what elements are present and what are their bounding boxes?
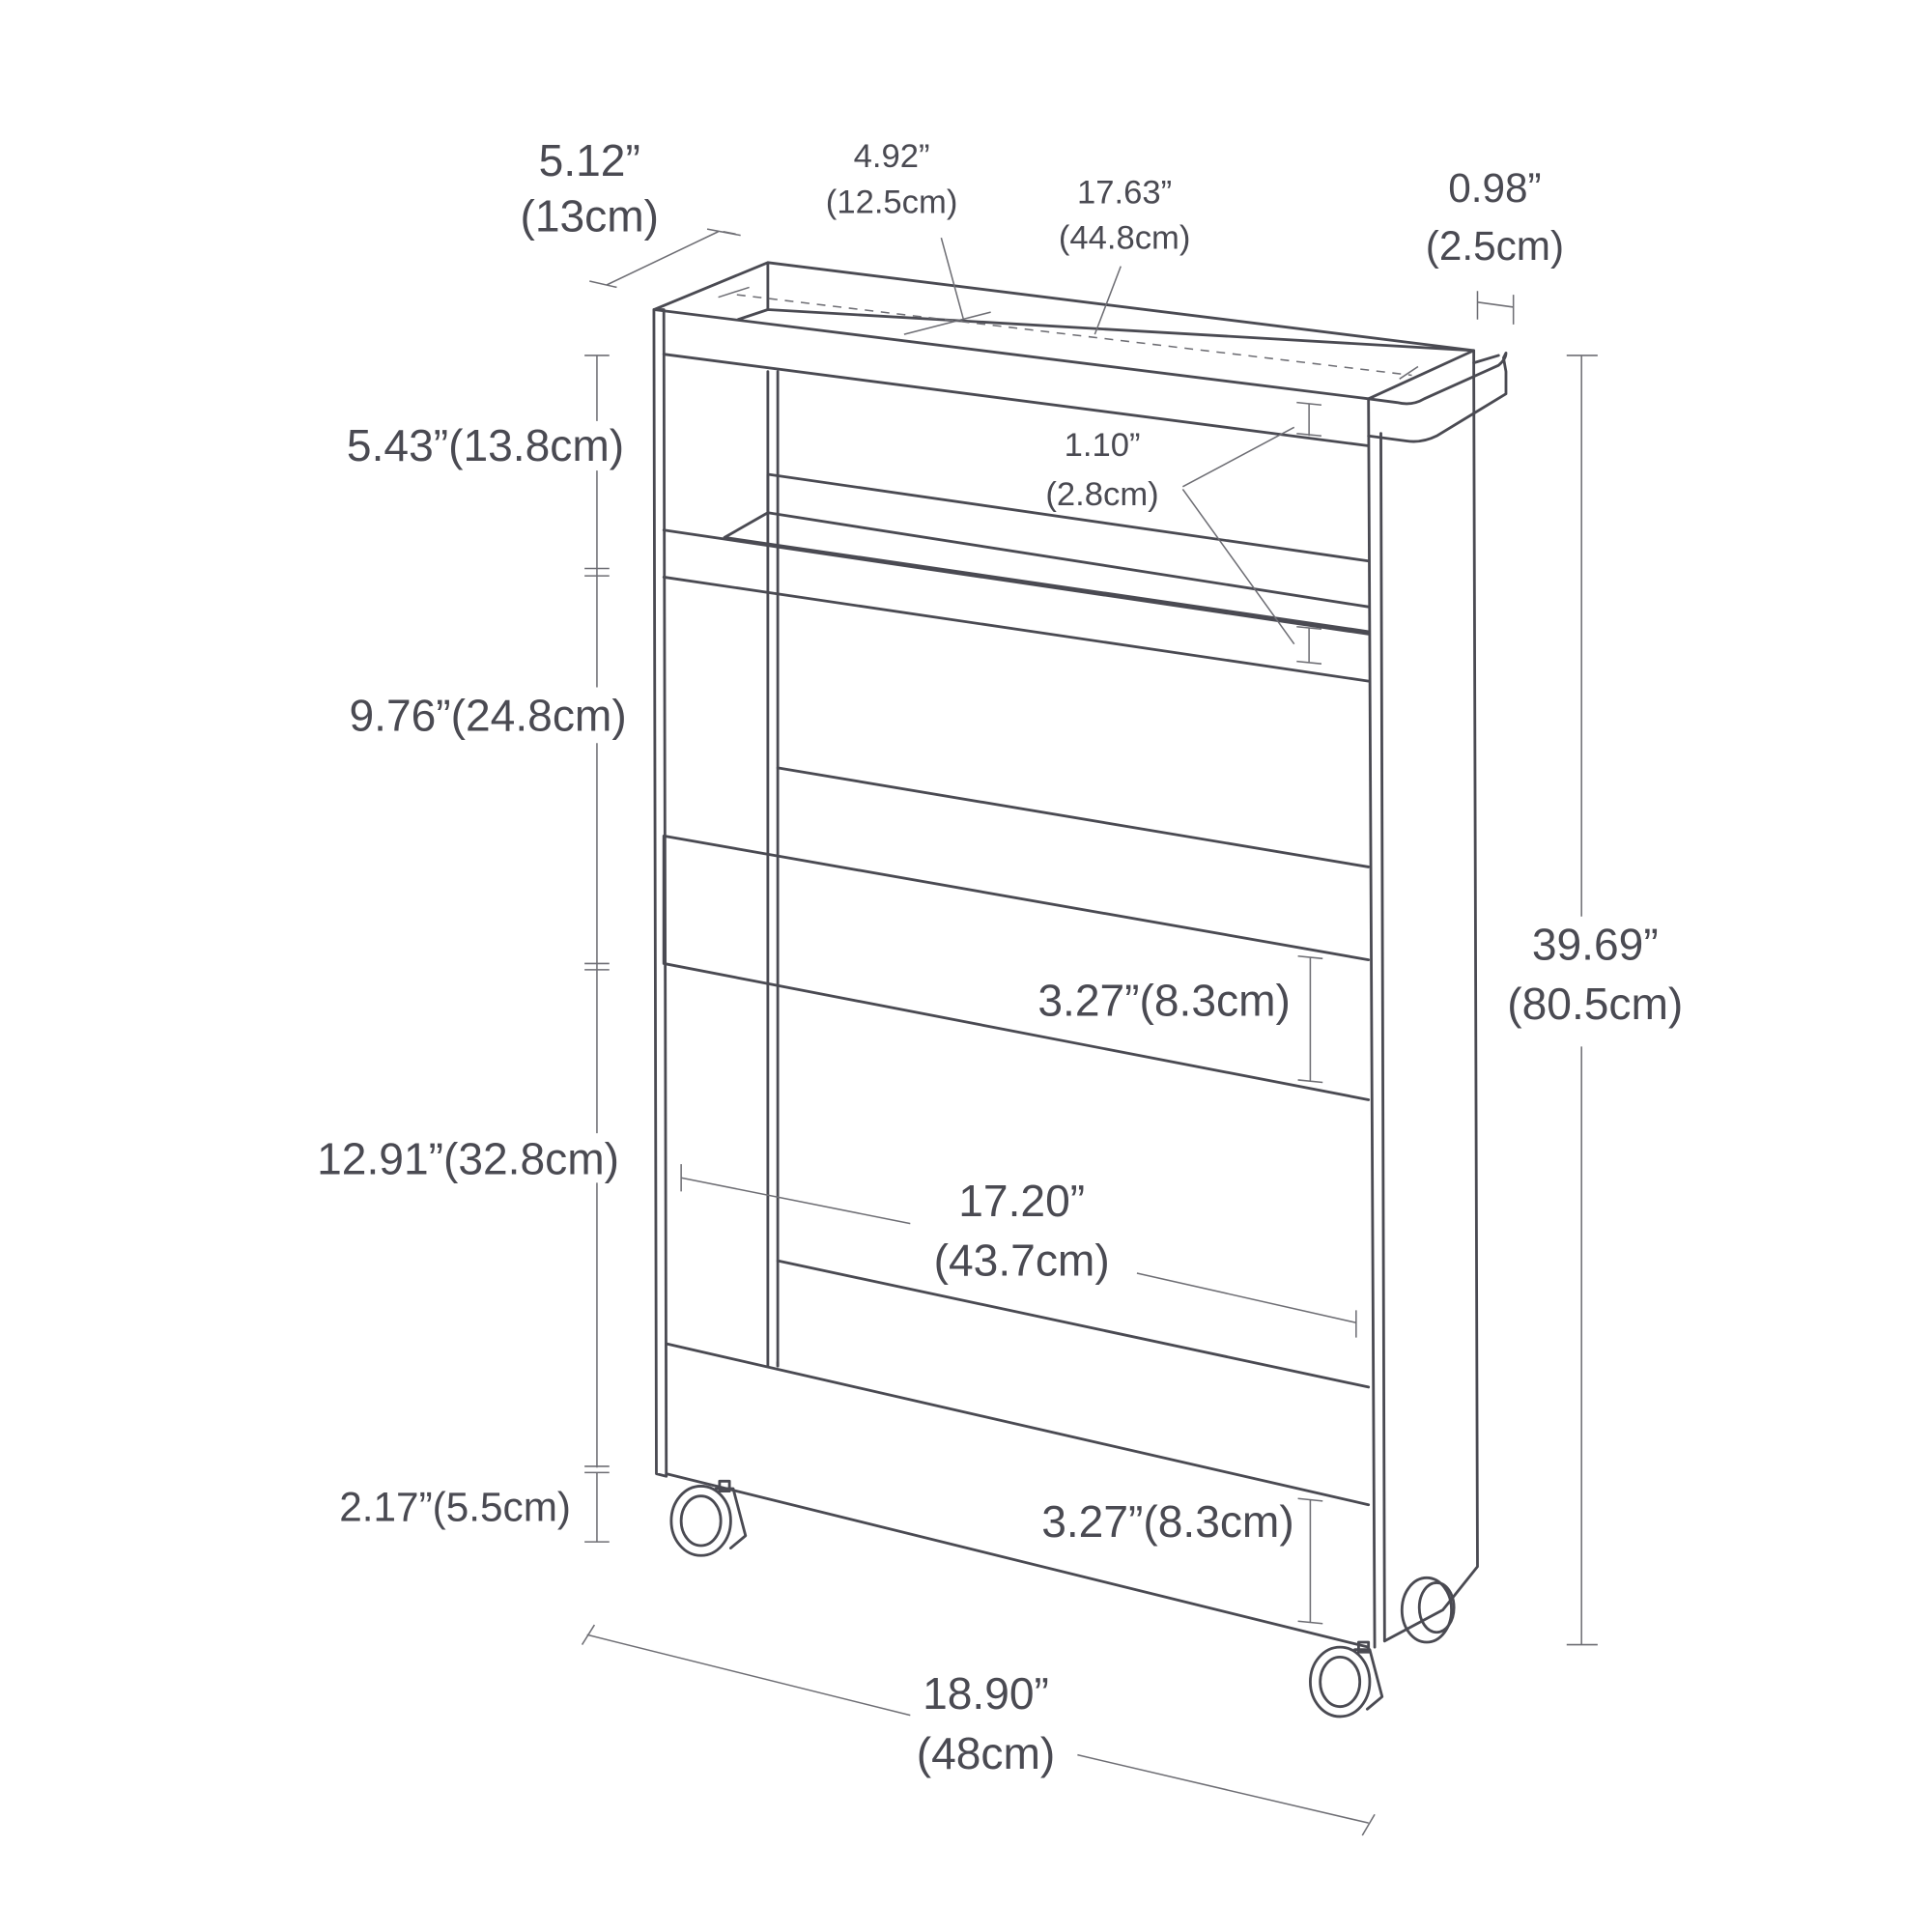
- top-tray: [652, 261, 1500, 447]
- right-front-post: [1367, 397, 1386, 1649]
- label-middle-panel: 3.27”(8.3cm): [1037, 975, 1291, 1025]
- caster-rear-right: [1400, 1576, 1456, 1644]
- top-shelf-rail: [662, 472, 1371, 683]
- dim-rail-top-marker: [1296, 401, 1322, 438]
- caster-front-right: [1309, 1640, 1384, 1719]
- dim-total-width: [581, 1624, 1376, 1836]
- dim-rail-leaders: [1181, 426, 1295, 645]
- label-inner-width-imperial: 17.20”: [958, 1176, 1085, 1226]
- dim-total-height: [1566, 355, 1598, 1646]
- left-inner-post: [766, 370, 780, 1368]
- label-total-width-metric: (48cm): [917, 1728, 1056, 1778]
- dim-inner-width: [680, 1164, 1357, 1338]
- dim-tray-depth-leader: [903, 237, 991, 335]
- label-handle-metric: (2.5cm): [1426, 223, 1564, 269]
- dim-left-vertical: [584, 355, 610, 1543]
- label-caster-clearance: 2.17”(5.5cm): [339, 1484, 571, 1529]
- middle-shelf-panel: [662, 766, 1371, 1101]
- dim-bottom-panel: [1297, 1497, 1323, 1625]
- label-depth-imperial: 5.12”: [539, 135, 640, 185]
- label-tray-width-imperial: 17.63”: [1077, 174, 1172, 211]
- label-rail-height-metric: (2.8cm): [1045, 476, 1158, 513]
- right-side-panel: [1382, 361, 1479, 1643]
- label-total-width-imperial: 18.90”: [923, 1668, 1049, 1719]
- label-bottom-panel: 3.27”(8.3cm): [1041, 1496, 1294, 1547]
- dim-tray-inner-width-dash: [736, 294, 1412, 377]
- cart-outline: [652, 261, 1508, 1649]
- label-rail-height-imperial: 1.10”: [1065, 427, 1141, 464]
- label-total-height-metric: (80.5cm): [1507, 979, 1683, 1029]
- label-tray-depth-imperial: 4.92”: [854, 138, 930, 175]
- lower-back-rail: [776, 1259, 1371, 1389]
- handle: [1367, 351, 1508, 443]
- label-tray-width-metric: (44.8cm): [1059, 220, 1191, 257]
- label-handle-imperial: 0.98”: [1448, 165, 1541, 211]
- dim-middle-panel: [1297, 954, 1323, 1084]
- label-depth-metric: (13cm): [520, 191, 659, 242]
- label-inner-width-metric: (43.7cm): [934, 1236, 1110, 1286]
- dim-depth-line: [589, 228, 741, 289]
- dimension-lines: [581, 228, 1598, 1836]
- dimension-labels: 5.12” (13cm) 4.92” (12.5cm) 17.63” (44.8…: [317, 135, 1683, 1778]
- label-middle-tier-height: 9.76”(24.8cm): [349, 690, 626, 740]
- label-tray-depth-metric: (12.5cm): [826, 185, 958, 221]
- label-bottom-tier-height: 12.91”(32.8cm): [317, 1133, 619, 1183]
- dim-tray-width-leader: [1094, 266, 1122, 335]
- dim-handle-line: [1476, 291, 1515, 325]
- label-top-tier-height: 5.43”(13.8cm): [347, 420, 624, 470]
- caster-front-left: [669, 1479, 748, 1557]
- dim-rail-bottom-marker: [1296, 625, 1322, 665]
- bottom-front-panel: [665, 1342, 1371, 1649]
- label-total-height-imperial: 39.69”: [1532, 920, 1659, 970]
